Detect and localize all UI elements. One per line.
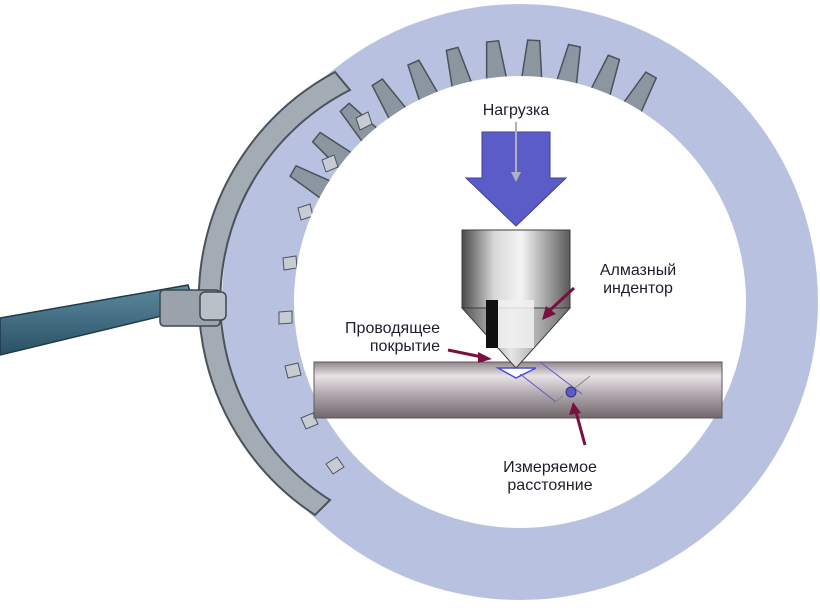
pointer-arrows bbox=[447, 286, 587, 446]
distance-label-line2: расстояние bbox=[507, 477, 593, 494]
coating-label-line1: Проводящее bbox=[345, 320, 440, 337]
coating-label: Проводящее покрытие bbox=[290, 320, 440, 356]
distance-marker bbox=[565, 386, 577, 398]
gear-inner-studs bbox=[278, 111, 373, 475]
probe-arm bbox=[0, 284, 227, 356]
gear-band bbox=[197, 70, 352, 517]
distance-label: Измеряемое расстояние bbox=[480, 459, 620, 495]
coating-label-line2: покрытие bbox=[369, 338, 440, 355]
load-label: Нагрузка bbox=[482, 102, 550, 119]
indenter-label-line1: Алмазный bbox=[599, 262, 677, 279]
diamond-indenter bbox=[460, 229, 572, 379]
gear-teeth bbox=[289, 39, 658, 200]
indenter-label: Алмазный индентор bbox=[578, 262, 698, 298]
indenter-label-line2: индентор bbox=[603, 280, 673, 297]
distance-label-line1: Измеряемое bbox=[503, 459, 597, 476]
